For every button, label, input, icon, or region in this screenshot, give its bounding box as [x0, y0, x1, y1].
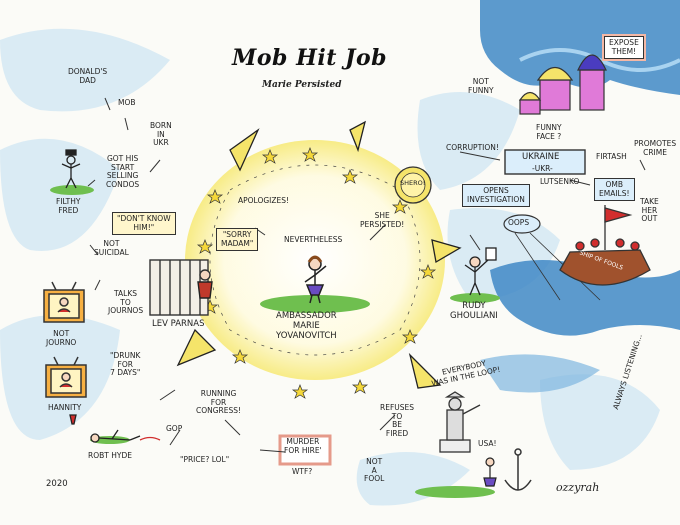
star-ring	[174, 147, 437, 399]
quote-dont-know-him: "DON'T KNOW HIM!"	[112, 212, 176, 236]
shero-badge	[394, 166, 432, 204]
label-oops: OOPS	[508, 218, 530, 227]
statue-figure	[439, 391, 481, 453]
label-not-a-fool: NOT A FOOL	[364, 457, 385, 484]
label-ukraine: UKRAINE	[522, 152, 560, 162]
label-wtf: WTF?	[292, 467, 313, 476]
label-mob: MOB	[118, 98, 136, 107]
grass-patches	[50, 185, 500, 498]
sea-strip	[480, 354, 600, 393]
quote-price-lol: "PRICE? LOL"	[180, 455, 230, 464]
label-take-her-out: TAKE HER OUT	[640, 197, 659, 224]
sky-wash	[0, 28, 660, 506]
ship-of-fools	[559, 205, 651, 286]
label-filthy-fred: FILTHY FRED	[56, 197, 81, 215]
ambassador-figure	[304, 255, 327, 304]
label-robt-hyde: ROBT HYDE	[88, 451, 132, 460]
label-rudy: RUDY GHOULIANI	[450, 301, 498, 321]
label-apologizes: APOLOGIZES!	[238, 196, 290, 205]
label-shero: SHERO!	[400, 179, 426, 187]
page-subtitle: Marie Persisted	[262, 80, 342, 90]
label-lev-parnas: LEV PARNAS	[152, 319, 205, 329]
label-usa: USA!	[478, 439, 497, 448]
label-got-his-start: GOT HIS START SELLING CONDOS	[106, 154, 140, 189]
label-running-for-congress: RUNNING FOR CONGRESS!	[196, 389, 242, 416]
murder-box-bg	[278, 434, 332, 466]
label-ambassador: AMBASSADOR MARIE YOVANOVITCH	[276, 311, 337, 341]
label-ukr: -UKR-	[532, 164, 553, 173]
label-expose-them: EXPOSE THEM!	[604, 36, 644, 60]
connector-arrows	[87, 97, 646, 453]
label-not-funny: NOT FUNNY	[468, 77, 494, 95]
filthy-fred-figure	[61, 149, 81, 189]
ukraine-box-bg	[504, 149, 586, 175]
onion-domes	[518, 54, 607, 115]
tv-hannity	[45, 356, 87, 398]
label-lutsenko: LUTSENKO	[540, 177, 580, 186]
label-talks-to-journos: TALKS TO JOURNOS	[108, 289, 144, 316]
label-firtash: FIRTASH	[596, 152, 627, 161]
girl-figure	[483, 457, 497, 487]
anchor	[504, 448, 532, 491]
year-label: 2020	[46, 479, 68, 489]
label-nevertheless: NEVERTHELESS	[284, 235, 343, 244]
label-promotes-crime: PROMOTES CRIME	[634, 139, 677, 157]
label-donalds-dad: DONALD'S DAD	[68, 67, 108, 85]
label-she-persisted: SHE PERSISTED!	[360, 211, 405, 229]
sun-rays	[176, 120, 462, 389]
label-omb-emails: OMB EMAILS!	[594, 178, 635, 202]
label-opens-investigation: OPENS INVESTIGATION	[462, 184, 530, 208]
label-born-in-ukr: BORN IN UKR	[150, 121, 172, 148]
label-corruption: CORRUPTION!	[446, 143, 499, 152]
sun-swirl	[209, 164, 421, 356]
label-gop: GOP	[166, 424, 183, 433]
label-funny-face: FUNNY FACE ?	[536, 123, 562, 141]
artist-signature: ozzyrah	[556, 481, 600, 494]
label-murder-for-hire: MURDER FOR HIRE'	[284, 437, 322, 455]
label-hannity: HANNITY	[48, 403, 82, 412]
quote-drunk-7-days: "DRUNK FOR 7 DAYS"	[110, 351, 141, 378]
rudy-figure	[464, 247, 497, 296]
page-title: Mob Hit Job	[232, 45, 387, 71]
jail-cage	[149, 259, 213, 316]
label-not-suicidal: NOT SUICIDAL	[94, 239, 129, 257]
tv-not-suicidal	[43, 281, 85, 323]
label-refuses-to-be-fired: REFUSES TO BE FIRED	[380, 403, 415, 438]
robt-hyde-figure	[69, 414, 161, 443]
label-not-journo: NOT JOURNO	[46, 329, 77, 347]
quote-sorry-madam: "SORRY MADAM"	[216, 228, 259, 252]
